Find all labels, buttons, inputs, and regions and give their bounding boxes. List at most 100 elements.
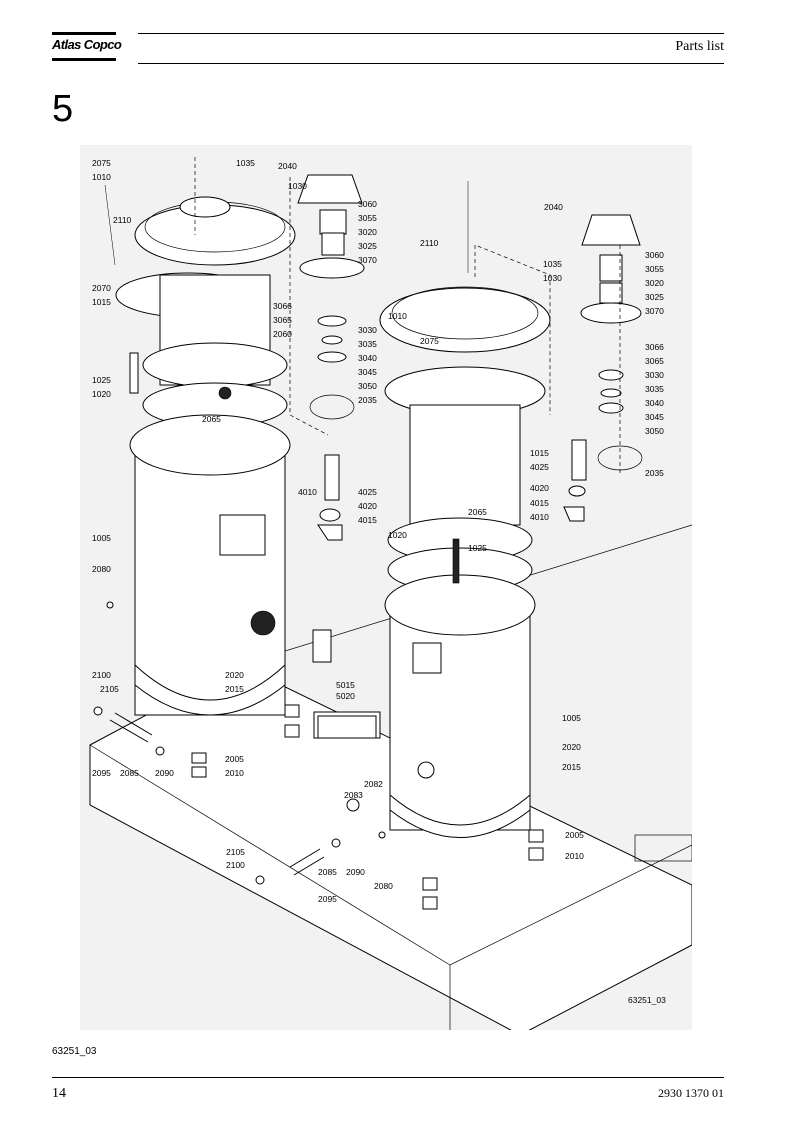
page-number: 14 <box>52 1086 66 1101</box>
callout-3045: 3045 <box>358 367 377 377</box>
callout-2075: 2075 <box>92 158 111 168</box>
callout-1005: 1005 <box>92 533 111 543</box>
right-valve-stack <box>563 214 643 522</box>
label-panel <box>317 715 377 739</box>
callout-2035-right: 2035 <box>645 468 664 478</box>
callout-3065-right: 3065 <box>645 356 664 366</box>
callout-4015-right: 4015 <box>530 498 549 508</box>
callout-2005: 2005 <box>225 754 244 764</box>
callout-3050-right: 3050 <box>645 426 664 436</box>
callout-2082-right: 2082 <box>364 779 383 789</box>
callout-2010-right: 2010 <box>565 851 584 861</box>
callout-2065: 2065 <box>202 414 221 424</box>
callout-1035: 1035 <box>236 158 255 168</box>
callout-2090-right: 2090 <box>346 867 365 877</box>
callout-2100: 2100 <box>92 670 111 680</box>
chapter-number: 5 <box>52 88 74 130</box>
callout-3035-right: 3035 <box>645 384 664 394</box>
callout-3070: 3070 <box>358 255 377 265</box>
exploded-view-lines <box>104 157 621 475</box>
callout-3065: 3065 <box>273 315 292 325</box>
callout-2080: 2080 <box>92 564 111 574</box>
callout-1010-right: 1010 <box>388 311 407 321</box>
figure-image-ref: 63251_03 <box>628 995 666 1005</box>
callout-2095: 2095 <box>92 768 111 778</box>
callout-3020: 3020 <box>358 227 377 237</box>
callout-3050: 3050 <box>358 381 377 391</box>
atlas-copco-logo: Atlas Copco <box>52 32 122 62</box>
callout-3066: 3066 <box>273 301 292 311</box>
callout-3030: 3030 <box>358 325 377 335</box>
callout-2015: 2015 <box>225 684 244 694</box>
callout-4015: 4015 <box>358 515 377 525</box>
figure-caption: 63251_03 <box>52 1046 97 1057</box>
callout-3040: 3040 <box>358 353 377 363</box>
callout-2083-right: 2083 <box>344 790 363 800</box>
right-vessel <box>379 286 551 838</box>
callout-2085: 2085 <box>120 768 139 778</box>
callout-5020: 5020 <box>336 691 355 701</box>
callout-3070-right: 3070 <box>645 306 664 316</box>
callout-4025: 4025 <box>358 487 377 497</box>
callout-2075-right: 2075 <box>420 336 439 346</box>
exploded-parts-drawing: 2075 1010 2110 2070 1015 1025 1020 2065 … <box>80 145 692 1030</box>
callout-4025-right: 4025 <box>530 462 549 472</box>
callout-2100-right: 2100 <box>226 860 245 870</box>
callout-2065-right: 2065 <box>468 507 487 517</box>
callout-2090: 2090 <box>155 768 174 778</box>
callout-2040-right: 2040 <box>544 202 563 212</box>
callout-4020-right: 4020 <box>530 483 549 493</box>
callout-2095-right: 2095 <box>318 894 337 904</box>
callout-1020-right: 1020 <box>388 530 407 540</box>
callout-2010: 2010 <box>225 768 244 778</box>
pipes-and-fittings <box>93 601 386 885</box>
callout-5015: 5015 <box>336 680 355 690</box>
footer-rule <box>52 1077 724 1078</box>
callout-1025: 1025 <box>92 375 111 385</box>
callout-3035: 3035 <box>358 339 377 349</box>
callout-4020: 4020 <box>358 501 377 511</box>
callout-1020: 1020 <box>92 389 111 399</box>
callout-4010: 4010 <box>298 487 317 497</box>
callout-1030-right: 1030 <box>543 273 562 283</box>
callout-1035-right: 1035 <box>543 259 562 269</box>
callout-3055: 3055 <box>358 213 377 223</box>
callout-2035: 2035 <box>358 395 377 405</box>
callout-2020-right: 2020 <box>562 742 581 752</box>
callout-2005-right: 2005 <box>565 830 584 840</box>
callout-2015-right: 2015 <box>562 762 581 772</box>
callout-1015: 1015 <box>92 297 111 307</box>
callout-4010-right: 4010 <box>530 512 549 522</box>
callout-3040-right: 3040 <box>645 398 664 408</box>
callouts-left: 2075 1010 2110 2070 1015 1025 1020 2065 … <box>92 158 377 778</box>
callout-2080-right: 2080 <box>374 881 393 891</box>
header-rule-top <box>138 33 724 34</box>
callout-1030: 1030 <box>288 181 307 191</box>
callout-2105: 2105 <box>100 684 119 694</box>
callout-1025-right: 1025 <box>468 543 487 553</box>
callout-3025-right: 3025 <box>645 292 664 302</box>
callout-2070: 2070 <box>92 283 111 293</box>
logo-top-bar <box>52 32 116 35</box>
callout-2020: 2020 <box>225 670 244 680</box>
callout-3025: 3025 <box>358 241 377 251</box>
header-rule-bottom <box>138 63 724 64</box>
callout-1010: 1010 <box>92 172 111 182</box>
left-valve-stack <box>297 174 365 541</box>
callout-2110: 2110 <box>113 215 132 225</box>
logo-wordmark: Atlas Copco <box>52 37 122 52</box>
callout-3020-right: 3020 <box>645 278 664 288</box>
callout-2060: 2060 <box>273 329 292 339</box>
callout-1015-right: 1015 <box>530 448 549 458</box>
callout-1005-right: 1005 <box>562 713 581 723</box>
callout-3055-right: 3055 <box>645 264 664 274</box>
callout-3045-right: 3045 <box>645 412 664 422</box>
callout-3060: 3060 <box>358 199 377 209</box>
callout-3066-right: 3066 <box>645 342 664 352</box>
section-title: Parts list <box>675 39 724 54</box>
left-vessel <box>115 196 296 716</box>
logo-bottom-bar <box>52 58 116 61</box>
callout-2085-right: 2085 <box>318 867 337 877</box>
callout-3030-right: 3030 <box>645 370 664 380</box>
document-number: 2930 1370 01 <box>658 1086 724 1100</box>
